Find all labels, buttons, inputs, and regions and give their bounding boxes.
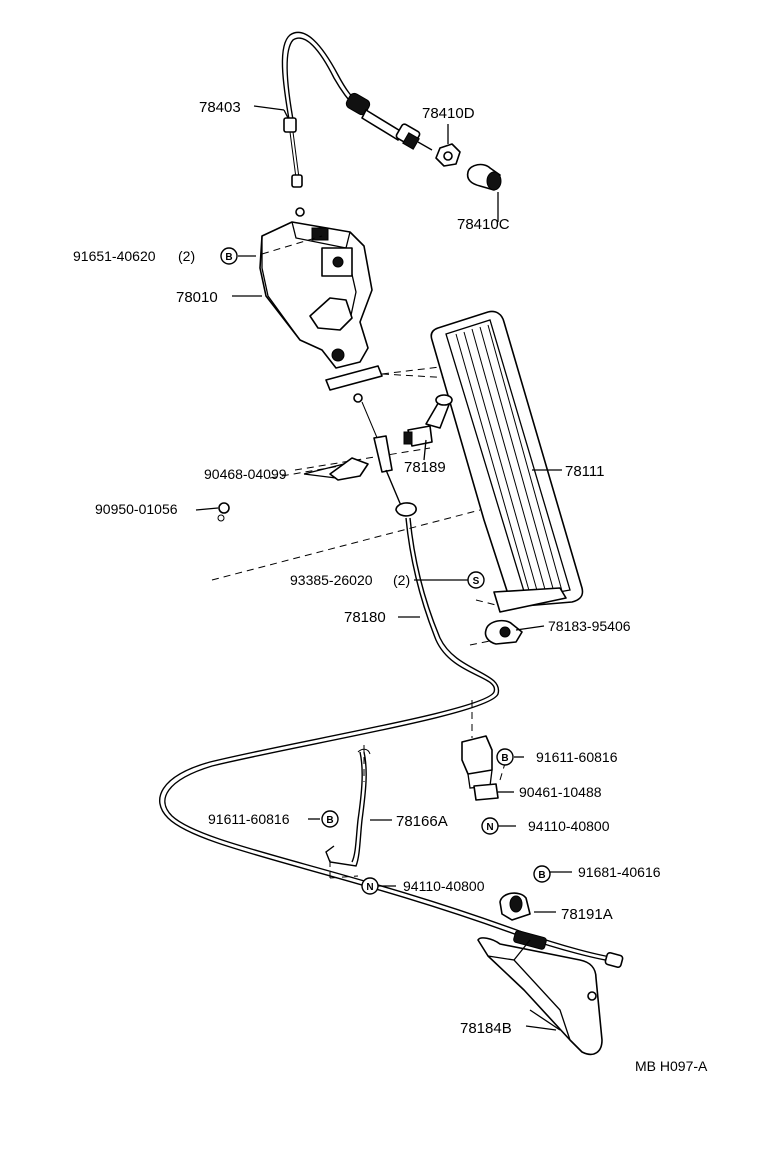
svg-text:N: N bbox=[366, 882, 373, 893]
svg-text:S: S bbox=[473, 576, 480, 587]
label-91651-40620: 91651-40620 bbox=[73, 248, 156, 264]
pedal-cable-78180 bbox=[159, 393, 624, 968]
label-91611-60816-right: 91611-60816 bbox=[536, 749, 618, 765]
part-labels: 78403 78410D 78410C 91651-40620 (2) 7801… bbox=[73, 99, 708, 1074]
pedal-stopper-78189 bbox=[403, 394, 453, 447]
pedal-bracket-78010 bbox=[259, 221, 383, 391]
bracket-78184B bbox=[477, 937, 603, 1056]
label-78111: 78111 bbox=[565, 463, 605, 480]
clamp-78183 bbox=[484, 619, 523, 645]
cable-clamp-right bbox=[461, 735, 499, 801]
label-78010: 78010 bbox=[176, 289, 218, 306]
leader-lines bbox=[195, 105, 572, 1031]
label-91611-60816-left: 91611-60816 bbox=[208, 811, 290, 827]
label-78189: 78189 bbox=[404, 459, 446, 476]
svg-text:B: B bbox=[501, 753, 508, 764]
accelerator-pedal-78111 bbox=[430, 310, 584, 613]
label-78410C: 78410C bbox=[457, 216, 510, 233]
label-78191A: 78191A bbox=[561, 906, 613, 923]
svg-text:B: B bbox=[225, 252, 232, 263]
clamp-78191A bbox=[499, 892, 531, 921]
label-90950-01056: 90950-01056 bbox=[95, 501, 178, 517]
label-78180: 78180 bbox=[344, 609, 386, 626]
label-93385-qty: (2) bbox=[393, 572, 410, 588]
drawing-code: MB H097-A bbox=[635, 1058, 708, 1074]
svg-text:B: B bbox=[538, 870, 545, 881]
bolt-symbol-91681: B bbox=[533, 865, 551, 883]
screw-symbol-93385: S bbox=[467, 571, 485, 589]
throttle-cable-78403 bbox=[281, 31, 433, 217]
label-78184B: 78184B bbox=[460, 1020, 512, 1037]
cable-clamp-78166A bbox=[325, 748, 371, 867]
bolt-symbol-91611-left: B bbox=[321, 810, 339, 828]
label-78410D: 78410D bbox=[422, 105, 475, 122]
bolt-symbol-91651: B bbox=[220, 247, 238, 265]
svg-text:N: N bbox=[486, 822, 493, 833]
clip-90950 bbox=[217, 502, 230, 522]
clip-90468 bbox=[329, 457, 369, 481]
grommet-78410D bbox=[435, 143, 461, 167]
label-93385-26020: 93385-26020 bbox=[290, 572, 373, 588]
clip-78410C bbox=[466, 163, 502, 191]
label-78403: 78403 bbox=[199, 99, 241, 116]
label-78183-95406: 78183-95406 bbox=[548, 618, 631, 634]
label-78166A: 78166A bbox=[396, 813, 448, 830]
nut-symbol-94110-right: N bbox=[481, 817, 499, 835]
bolt-symbol-91611-right: B bbox=[496, 748, 514, 766]
label-90461-10488: 90461-10488 bbox=[519, 784, 602, 800]
label-90468-04099: 90468-04099 bbox=[204, 466, 287, 482]
label-94110-40800-left: 94110-40800 bbox=[403, 878, 485, 894]
label-91651-qty: (2) bbox=[178, 248, 195, 264]
svg-text:B: B bbox=[326, 815, 333, 826]
label-91681-40616: 91681-40616 bbox=[578, 864, 661, 880]
nut-symbol-94110-left: N bbox=[361, 877, 379, 895]
label-94110-40800-right: 94110-40800 bbox=[528, 818, 610, 834]
